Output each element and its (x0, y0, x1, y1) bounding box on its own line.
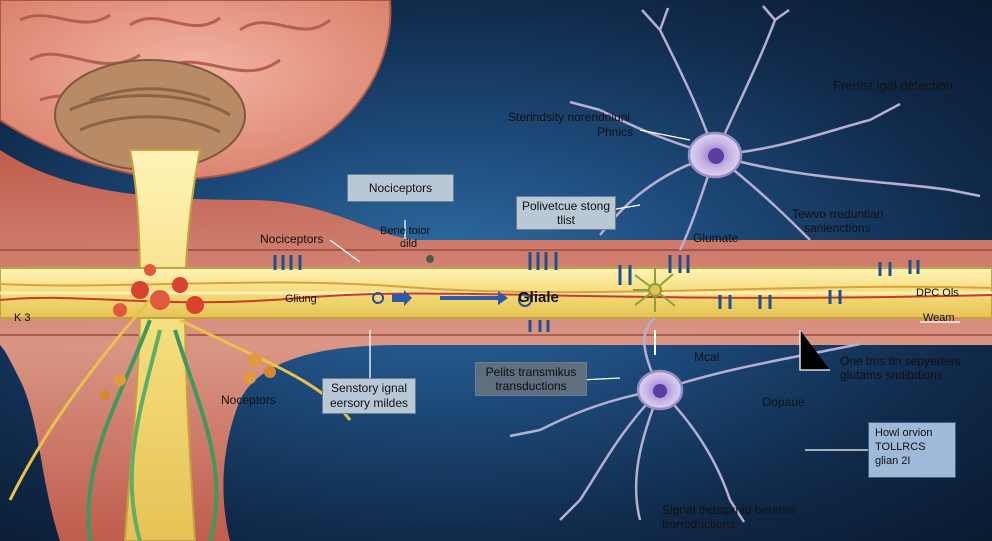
neuron-top-label-line1: Sterindsity norendniuni (508, 110, 631, 124)
legend-line1: Howl orvion (875, 427, 933, 439)
one-label-line1: One tms tin sepyerters (840, 354, 961, 368)
nociceptors-label-left: Nociceptors (260, 232, 324, 246)
left-markers: K 3 (14, 312, 31, 324)
glumate-label: Glumate (693, 231, 739, 245)
sensory-box: Senstory ignal eersory mildes (322, 378, 416, 414)
signal-label-line2: trorroductions (662, 517, 736, 531)
gliale-label: Gliale (518, 289, 559, 306)
legend-line2: TOLLRCS (875, 441, 926, 453)
nociceptors-label-bottom: Noceptors (221, 393, 276, 407)
signal-arrows (372, 290, 508, 306)
legend-line3: glian 2I (875, 455, 911, 467)
opaue-label: Oopaue (762, 395, 805, 409)
gliung-label: Gliung (285, 293, 317, 305)
legend-box: Howl orvion TOLLRCS glian 2I (868, 422, 956, 478)
weam-label: Weam (923, 312, 955, 324)
mcal-label: Mcal (694, 350, 720, 364)
polivetcue-line2: tlist (557, 213, 575, 227)
brain (0, 0, 392, 180)
nociceptors-box: Nociceptors (347, 174, 454, 202)
neuron-top-label-line2: Phnics (597, 125, 634, 139)
synapse-burst (633, 268, 676, 312)
top-right-title: Frenist igal detection (833, 78, 953, 93)
sensory-line2: eersory mildes (329, 396, 409, 410)
pelts-line2: transductions (495, 379, 567, 393)
pelts-box: Pelits transmikus transductions (475, 362, 587, 396)
signal-label-line1: Signal mdstprnid berante (662, 503, 796, 517)
one-label-line2: glutams sridibdions (840, 368, 943, 382)
tewvo-label-line2: sanienctions (804, 221, 871, 235)
sensory-line1: Senstory ignal (330, 381, 408, 395)
cell-clusters (100, 255, 532, 400)
polivetcue-line1: Polivetcue stong (521, 199, 611, 213)
neuron-bottom (509, 317, 861, 523)
dpc-label: DPC Ols (916, 287, 959, 299)
receptor-markers (273, 252, 920, 332)
tewvo-label-line1: Tewvo rreduntian (792, 207, 884, 221)
bene-label-line1: Bene toior (380, 225, 431, 237)
pelts-line1: Pelits transmikus (485, 365, 577, 379)
polivetcue-box: Polivetcue stong tlist (516, 196, 616, 230)
bene-label-line2: dild (400, 238, 418, 250)
leader-lines (329, 129, 960, 451)
neuron-top (569, 5, 981, 251)
